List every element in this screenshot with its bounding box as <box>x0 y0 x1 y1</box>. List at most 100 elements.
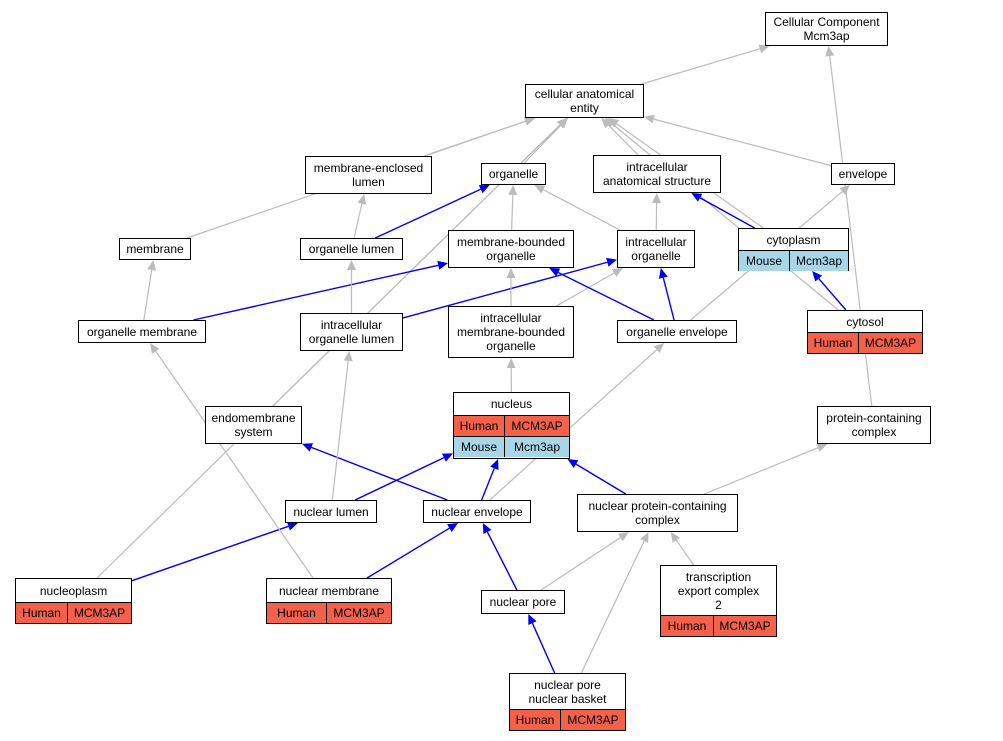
edge-line <box>523 124 562 164</box>
edge-arrowhead <box>601 118 612 129</box>
node-label: protein-containing complex <box>826 411 922 439</box>
edge-line <box>557 271 655 321</box>
edge-arrowhead <box>816 443 828 452</box>
edge-line <box>531 622 556 674</box>
edge-nucleoplasm-to-cae-is_a <box>96 118 568 579</box>
edge-line <box>489 349 658 501</box>
edge-nmem-to-omem-is_a <box>150 343 314 579</box>
species-human-cell: Human <box>808 333 858 353</box>
node-organelle-lumen[interactable]: organelle lumen <box>300 238 403 260</box>
edge-nenv-to-endo-part_of <box>302 443 448 501</box>
edge-arrowhead <box>343 351 353 362</box>
edge-line <box>486 531 518 591</box>
species-mouse-cell: Mouse <box>739 251 789 271</box>
edge-line <box>143 269 153 321</box>
node-label: transcription export complex 2 <box>677 569 760 612</box>
edge-line <box>575 463 627 495</box>
edge-nlumen-to-iol-is_a <box>331 351 353 501</box>
node-label: organelle envelope <box>626 324 728 339</box>
edge-arrowhead <box>490 459 499 470</box>
node-nuclear-envelope[interactable]: nuclear envelope <box>423 500 531 523</box>
node-nucleoplasm[interactable]: nucleoplasm Human MCM3AP <box>15 578 132 624</box>
edge-nmem-to-nenv-part_of <box>366 523 458 579</box>
edge-arrowhead <box>606 257 617 267</box>
node-nucleus[interactable]: nucleus Human MCM3AP Mouse Mcm3ap <box>453 392 570 459</box>
species-human-cell: Human <box>16 603 67 623</box>
edge-line <box>556 272 615 307</box>
edge-arrowhead <box>357 194 367 205</box>
edge-arrowhead <box>482 523 492 534</box>
edge-oenv-to-mbo-part_of <box>549 268 655 321</box>
edge-npcc-to-nucleus-part_of <box>567 459 627 495</box>
species-human-cell: Human <box>267 603 326 623</box>
node-nuclear-protein-containing-complex[interactable]: nuclear protein-containing complex <box>577 494 738 532</box>
node-cellular-component-root[interactable]: Cellular Component Mcm3ap <box>765 12 888 46</box>
node-nuclear-lumen[interactable]: nuclear lumen <box>285 500 377 523</box>
node-membrane-enclosed-lumen[interactable]: membrane-enclosed lumen <box>305 156 432 194</box>
node-label: cytosol <box>846 314 884 329</box>
node-label: intracellular organelle lumen <box>308 318 395 346</box>
annotation-row-human: Human MCM3AP <box>661 615 776 636</box>
node-label: intracellular membrane-bounded organelle <box>456 311 566 353</box>
edge-arrowhead <box>691 193 703 202</box>
edge-nucleus-to-imbo-is_a <box>506 358 516 393</box>
edge-arrowhead <box>150 343 160 354</box>
edge-arrowhead <box>506 358 516 368</box>
edge-arrowhead <box>605 118 616 128</box>
node-intracellular-organelle-lumen[interactable]: intracellular organelle lumen <box>300 313 403 351</box>
gene-cell: MCM3AP <box>504 416 569 436</box>
edge-line <box>653 118 832 167</box>
node-label: organelle <box>488 167 539 181</box>
node-intracellular-organelle[interactable]: intracellular organelle <box>617 230 695 268</box>
edge-imbo-to-io-is_a <box>556 268 623 307</box>
node-organelle-membrane[interactable]: organelle membrane <box>78 320 206 343</box>
edge-arrowhead <box>670 532 681 543</box>
edge-npcc-to-pcc-is_a <box>704 443 828 495</box>
node-nuclear-pore-nuclear-basket[interactable]: nuclear pore nuclear basket Human MCM3AP <box>509 673 626 731</box>
node-envelope[interactable]: envelope <box>831 163 895 185</box>
node-organelle-envelope[interactable]: organelle envelope <box>617 320 737 343</box>
node-cytosol[interactable]: cytosol Human MCM3AP <box>807 310 923 354</box>
edge-cytosol-to-cae-is_a <box>605 118 839 311</box>
edge-arrowhead <box>839 185 850 195</box>
node-label: nuclear membrane <box>278 583 380 598</box>
node-label: nuclear pore nuclear basket <box>528 677 607 706</box>
node-transcription-export-complex-2[interactable]: transcription export complex 2 Human MCM… <box>660 565 777 637</box>
annotation-row-human: Human MCM3AP <box>808 332 922 353</box>
node-label: nucleus <box>490 397 533 411</box>
node-intracellular-anatomical-structure[interactable]: intracellular anatomical structure <box>593 155 721 193</box>
edge-arrowhead <box>528 614 537 625</box>
edge-arrowhead <box>147 260 157 271</box>
node-label: nuclear envelope <box>431 504 523 519</box>
edge-line <box>193 264 439 321</box>
edge-line <box>374 188 481 239</box>
edge-arrowhead <box>287 522 298 531</box>
edge-cae-to-cc_root-is_a <box>641 44 770 85</box>
edge-arrowhead <box>447 523 458 532</box>
node-membrane[interactable]: membrane <box>119 238 191 260</box>
node-label: intracellular anatomical structure <box>602 160 712 188</box>
node-label: nuclear pore <box>489 595 557 609</box>
edge-line <box>704 447 819 495</box>
edge-line <box>542 189 621 231</box>
gene-cell: Mcm3ap <box>504 437 569 457</box>
annotation-row-human: Human MCM3AP <box>267 602 391 623</box>
edge-npnb-to-npcc-is_a <box>580 532 649 674</box>
edge-line <box>580 540 645 674</box>
node-label: endomembrane system <box>211 411 296 439</box>
node-protein-containing-complex[interactable]: protein-containing complex <box>817 406 931 444</box>
node-endomembrane-system[interactable]: endomembrane system <box>205 406 302 444</box>
node-membrane-bounded-organelle[interactable]: membrane-bounded organelle <box>448 230 574 268</box>
node-label: membrane <box>126 242 184 256</box>
node-cellular-anatomical-entity[interactable]: cellular anatomical entity <box>525 84 644 118</box>
node-label: envelope <box>838 167 888 181</box>
node-nuclear-pore[interactable]: nuclear pore <box>481 590 565 614</box>
edge-arrowhead <box>478 185 490 194</box>
node-organelle[interactable]: organelle <box>481 163 546 185</box>
edge-olumen-to-organelle-part_of <box>374 185 490 239</box>
node-nuclear-membrane[interactable]: nuclear membrane Human MCM3AP <box>266 578 392 624</box>
edge-omem-to-membrane-is_a <box>143 260 157 321</box>
node-intracellular-membrane-bounded-organelle[interactable]: intracellular membrane-bounded organelle <box>448 306 574 358</box>
node-cytoplasm[interactable]: cytoplasm Mouse Mcm3ap <box>738 228 849 271</box>
